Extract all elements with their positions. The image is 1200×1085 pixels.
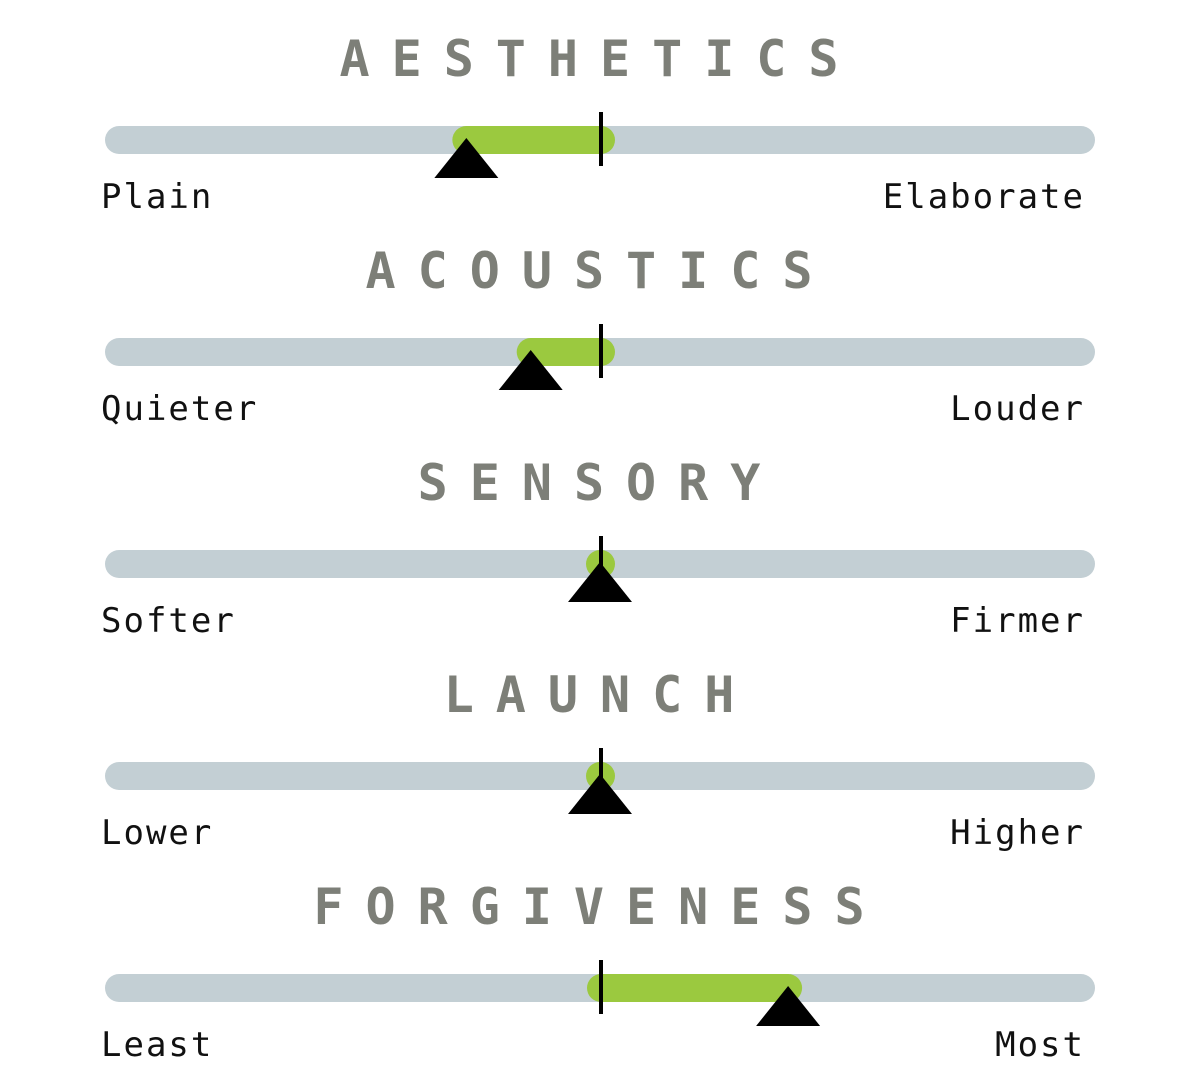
slider-fill	[452, 126, 615, 154]
slider-marker-triangle	[568, 562, 632, 602]
slider-marker-triangle	[756, 986, 821, 1026]
slider-right-label: Firmer	[950, 601, 1085, 641]
slider-left-label: Lower	[101, 813, 213, 853]
slider-left-label: Softer	[101, 601, 236, 641]
slider-title: SENSORY	[418, 454, 783, 512]
slider-right-label: Louder	[950, 389, 1085, 429]
slider-title: AESTHETICS	[339, 30, 860, 88]
slider-left-label: Quieter	[101, 389, 258, 429]
slider-left-label: Plain	[101, 177, 213, 217]
slider-left-label: Least	[101, 1025, 213, 1065]
slider-fill	[587, 974, 803, 1002]
slider-right-label: Most	[995, 1025, 1085, 1065]
slider-right-label: Elaborate	[883, 177, 1085, 217]
slider-title: FORGIVENESS	[313, 878, 886, 936]
slider-marker-triangle	[568, 774, 632, 814]
slider-right-label: Higher	[950, 813, 1085, 853]
slider-marker-triangle	[434, 138, 499, 178]
slider-marker-triangle	[498, 350, 563, 390]
slider-title: LAUNCH	[444, 666, 757, 724]
slider-title: ACOUSTICS	[366, 242, 835, 300]
slider-fill	[516, 338, 615, 366]
